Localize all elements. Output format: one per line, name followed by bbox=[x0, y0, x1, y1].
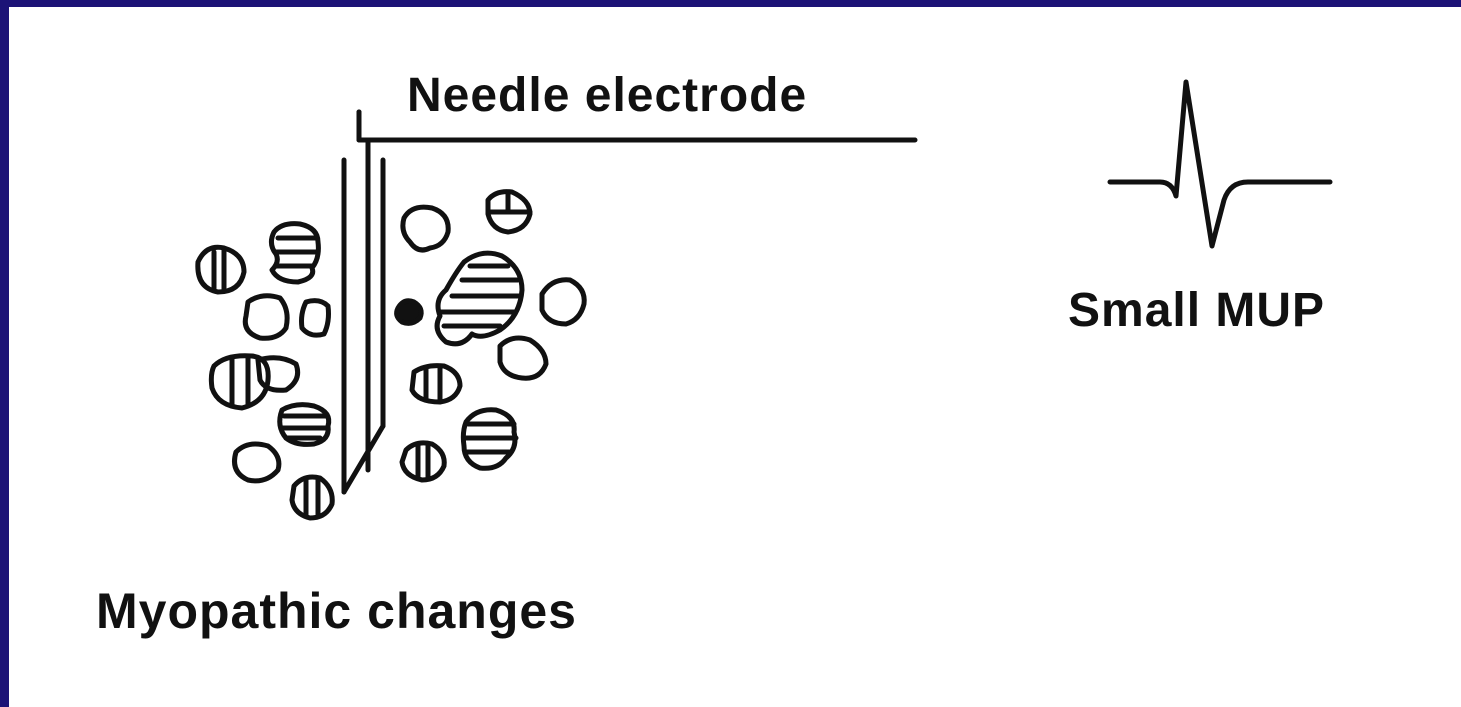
muscle-fiber bbox=[195, 244, 247, 295]
muscle-fiber bbox=[268, 221, 321, 285]
myopathic-changes-label: Myopathic changes bbox=[96, 583, 577, 639]
muscle-fiber bbox=[242, 293, 290, 341]
needle-electrode-label: Needle electrode bbox=[407, 69, 808, 122]
muscle-fiber bbox=[409, 363, 463, 405]
needle-electrode bbox=[341, 109, 918, 495]
muscle-fiber bbox=[255, 355, 301, 393]
muscle-fiber bbox=[232, 441, 282, 484]
muscle-fiber bbox=[539, 277, 587, 327]
muscle-fiber bbox=[277, 402, 332, 447]
small-mup-label: Small MUP bbox=[1068, 284, 1326, 337]
muscle-fiber bbox=[299, 298, 331, 338]
muscle-fibers-right bbox=[394, 189, 587, 483]
muscle-fibers-left bbox=[195, 221, 335, 521]
muscle-fiber bbox=[394, 298, 424, 326]
muscle-fiber bbox=[497, 335, 549, 381]
muscle-fiber bbox=[400, 204, 451, 253]
muscle-fiber bbox=[434, 250, 525, 347]
muscle-fiber bbox=[289, 474, 335, 521]
muscle-fiber bbox=[460, 407, 518, 471]
small-mup-waveform bbox=[1107, 79, 1333, 249]
muscle-fiber bbox=[399, 440, 447, 483]
